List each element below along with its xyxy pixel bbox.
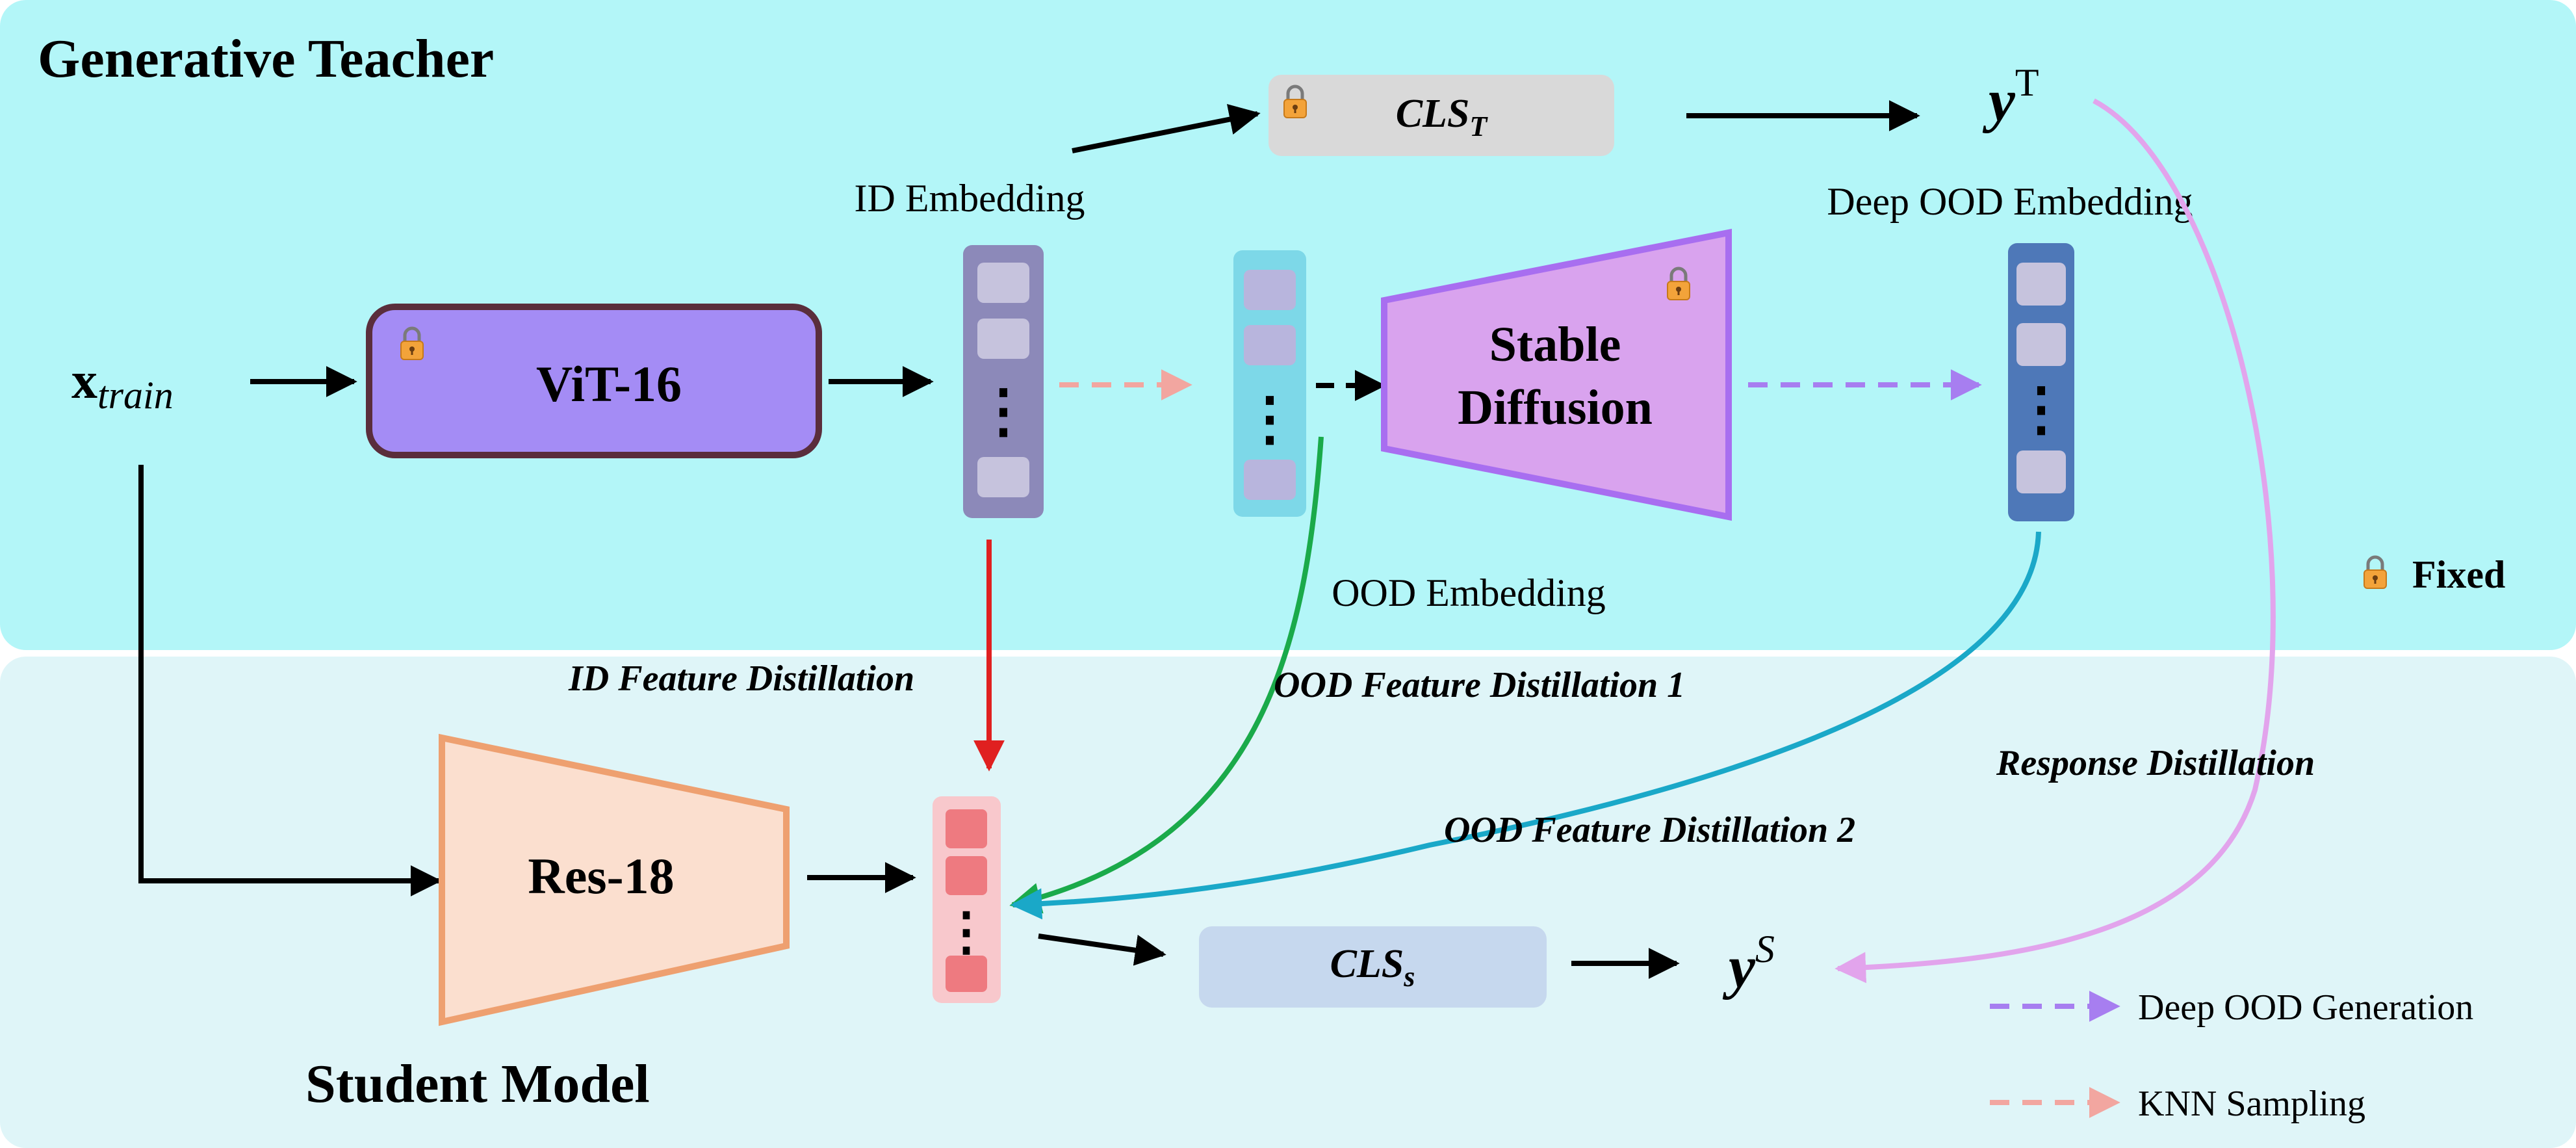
cls-teacher-label-base: CLS	[1396, 92, 1470, 136]
stable-diffusion-label-line2: Diffusion	[1458, 380, 1653, 435]
cls-student-label: CLSs	[1330, 942, 1415, 993]
id-embedding-cell	[977, 263, 1029, 303]
ood-embedding-cell	[1244, 325, 1296, 365]
resnet-label: Res-18	[528, 848, 674, 904]
arrow-ood-feature-distillation-1	[1009, 436, 1324, 914]
id-embedding-cell	[977, 457, 1029, 497]
ood-feature-distillation-1-label: OOD Feature Distillation 1	[1274, 665, 1685, 705]
id-embedding-cell	[977, 319, 1029, 359]
id-feature-distillation-label: ID Feature Distillation	[568, 659, 914, 699]
resnet-block	[439, 733, 790, 1026]
cls-student-block	[1199, 926, 1547, 1008]
legend-knn-sampling-label: KNN Sampling	[2138, 1084, 2365, 1124]
teacher-panel-title: Generative Teacher	[38, 29, 494, 89]
cls-teacher-label: CLST	[1396, 92, 1489, 142]
cls-student-label-sub: s	[1403, 961, 1415, 993]
student-embedding-cell	[946, 809, 987, 848]
vit-block	[366, 304, 822, 458]
ood-embedding-label: OOD Embedding	[1332, 571, 1606, 614]
arrow-to-cls-teacher	[1072, 103, 1261, 153]
input-label-base: x	[71, 352, 97, 410]
stable-diffusion-block	[1381, 228, 1732, 521]
ood-embedding-bar	[1233, 250, 1306, 517]
input-label: xtrain	[71, 352, 174, 417]
cls-student-label-base: CLS	[1330, 942, 1404, 986]
student-embedding-cell	[946, 956, 987, 992]
vit-label: ViT-16	[536, 356, 682, 412]
cls-teacher-block	[1269, 75, 1614, 156]
ood-embedding-cell	[1244, 460, 1296, 500]
id-embedding-bar	[963, 245, 1044, 518]
input-label-sub: train	[97, 374, 174, 417]
deep-ood-embedding-cell	[2016, 263, 2066, 306]
deep-ood-embedding-cell	[2016, 323, 2066, 366]
ood-embedding-dots: ⋮	[1241, 387, 1299, 452]
arrow-student-embedding-to-cls-student	[1038, 933, 1166, 966]
legend-fixed-label: Fixed	[2412, 553, 2505, 596]
deep-ood-embedding-cell	[2016, 450, 2066, 493]
stable-diffusion-label-line1: Stable	[1489, 317, 1621, 372]
response-distillation-label: Response Distillation	[1996, 743, 2315, 783]
ood-feature-distillation-2-label: OOD Feature Distillation 2	[1444, 810, 1855, 850]
arrow-ood-feature-distillation-2	[1011, 531, 2041, 920]
student-embedding-cell	[946, 856, 987, 895]
id-embedding-dots: ⋮	[974, 380, 1033, 444]
deep-ood-embedding-dots: ⋮	[2012, 378, 2070, 442]
legend-deep-ood-generation-label: Deep OOD Generation	[2138, 987, 2473, 1028]
arrow-input-to-resnet	[138, 465, 442, 896]
student-panel-title: Student Model	[305, 1054, 650, 1114]
teacher-output-sup: T	[2015, 61, 2039, 104]
deep-ood-embedding-label: Deep OOD Embedding	[1827, 180, 2193, 223]
id-embedding-label: ID Embedding	[855, 177, 1085, 220]
cls-teacher-label-sub: T	[1469, 111, 1488, 142]
ood-embedding-cell	[1244, 270, 1296, 310]
arrow-response-distillation	[1835, 98, 2276, 984]
student-embedding-dots: ⋮	[940, 904, 992, 961]
student-output-sup: S	[1755, 928, 1775, 971]
